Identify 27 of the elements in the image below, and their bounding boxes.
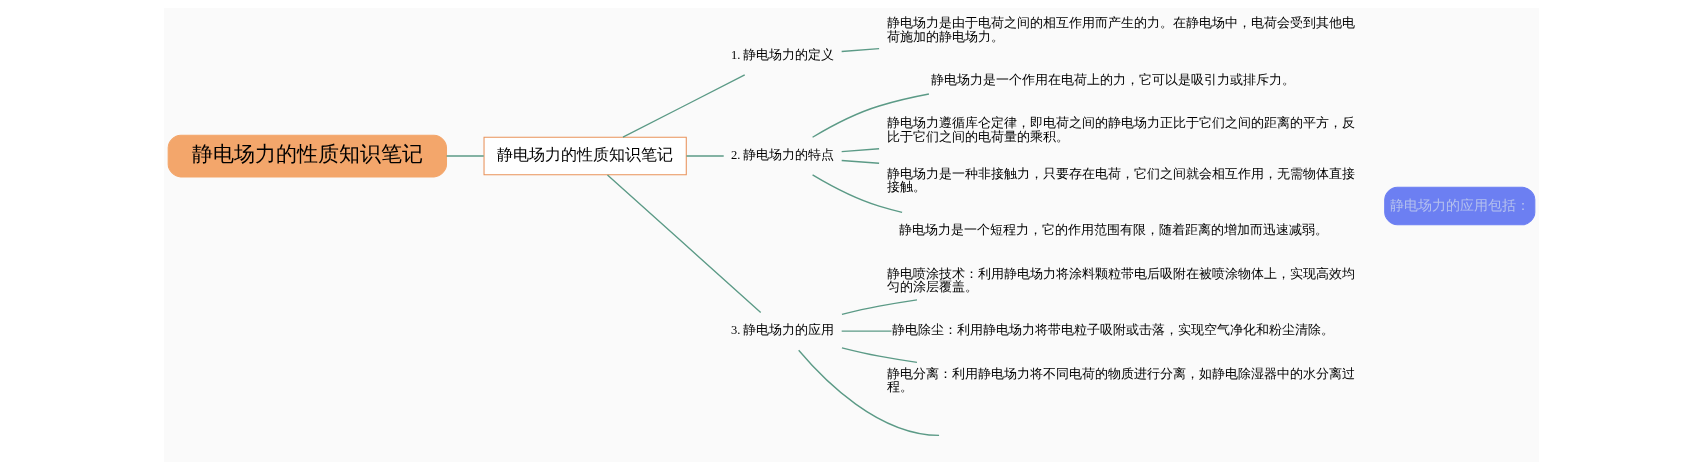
connector [811,174,903,213]
connector [445,155,484,157]
node-text: 静电场力是一种非接触力，只要存在电荷，它们之间就会相互作用，无需物体直接接触。 [886,165,1355,195]
connector [840,299,918,316]
node-box: 静电场力的性质知识笔记 [483,136,687,176]
node-text: 静电喷涂技术：利用静电场力将涂料颗粒带电后吸附在被喷涂物体上，实现高效均匀的涂层覆盖。 [886,265,1355,295]
connector [621,74,745,138]
node-text: 静电除尘：利用静电场力将带电粒子吸附或击落，实现空气净化和粉尘清除。 [891,322,1334,338]
connector [606,174,761,314]
node-text: 静电分离：利用静电场力将不同电荷的物质进行分离，如静电除湿器中的水分离过程。 [886,365,1355,395]
connector [840,159,880,164]
node-box: 静电场力的性质知识笔记 [167,134,447,178]
connector [840,48,880,53]
connector [811,93,930,138]
connector [840,347,918,364]
node-text: 静电场力是由于电荷之间的相互作用而产生的力。在静电场中，电荷会受到其他电荷施加的静电场力。 [886,15,1355,44]
node-text: 1. 静电场力的定义 [730,48,834,63]
connector [797,349,940,437]
connector [685,155,724,157]
node-text: 静电场力是一个短程力，它的作用范围有限，随着距离的增加而迅速减弱。 [898,222,1328,238]
node-text: 3. 静电场力的应用 [730,323,834,338]
connector [840,330,892,332]
node-text: 静电场力是一个作用在电荷上的力，它可以是吸引力或排斥力。 [930,72,1295,88]
connector [840,148,880,153]
node-box: 静电场力的应用包括： [1383,186,1535,226]
node-text: 2. 静电场力的特点 [730,148,834,163]
node-text: 静电场力遵循库仑定律，即电荷之间的静电场力正比于它们之间的距离的平方，反比于它们之间的电荷量的乘积。 [886,115,1355,145]
